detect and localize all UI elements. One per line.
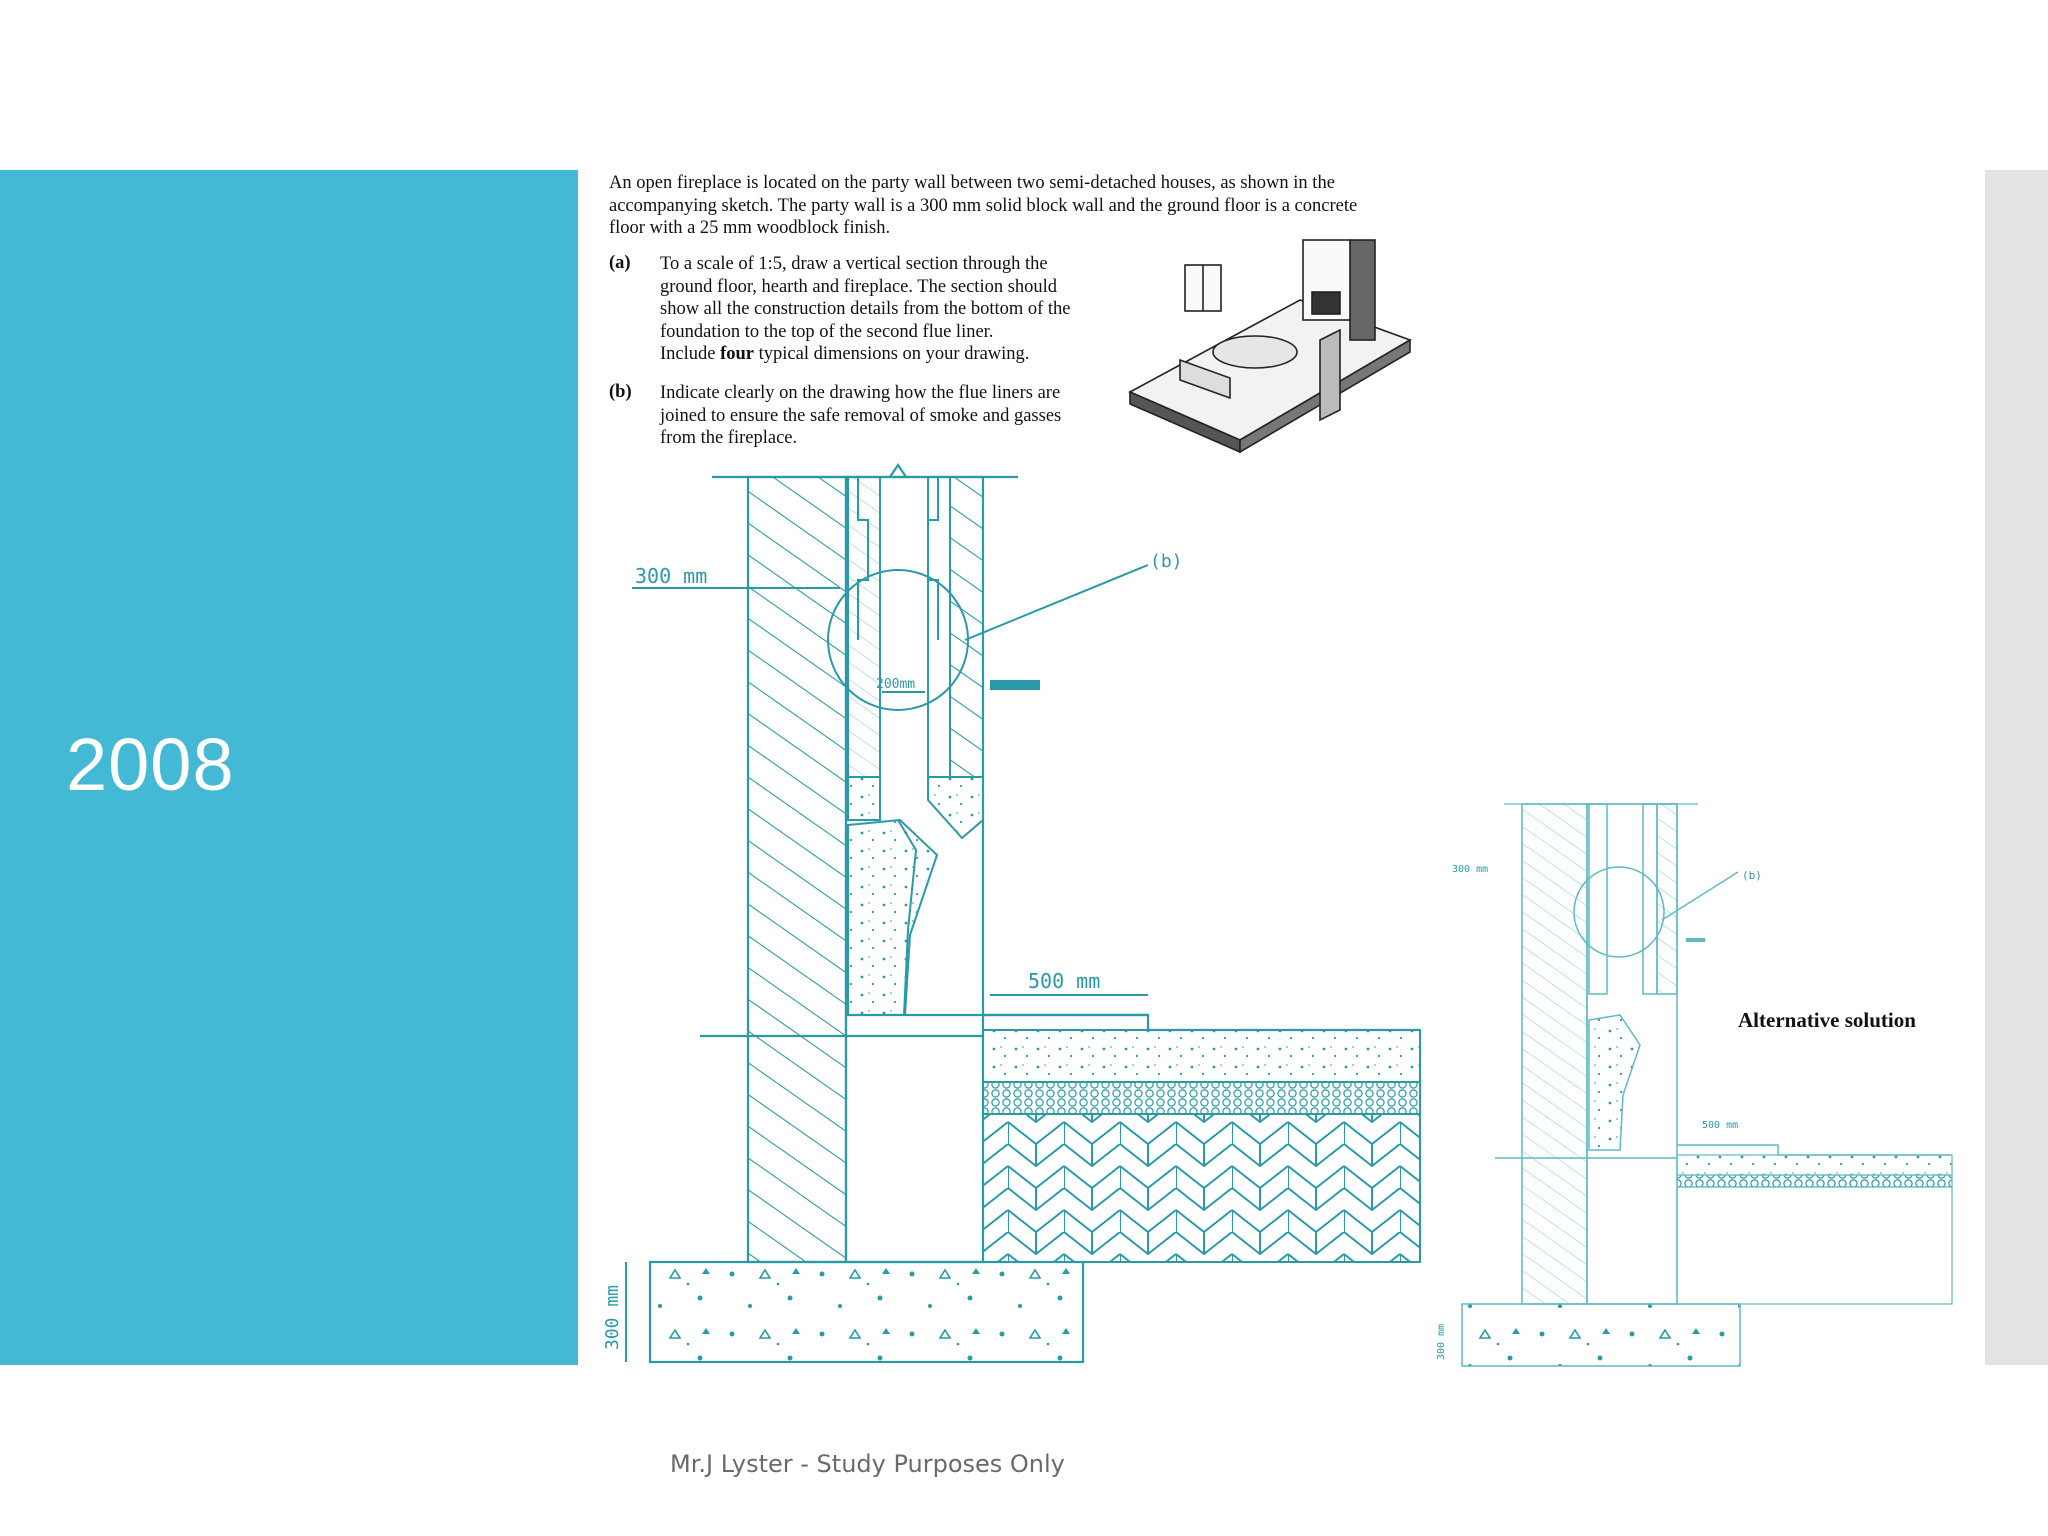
side-strip <box>1985 170 2048 1365</box>
intro-line: floor with a 25 mm woodblock finish. <box>609 218 891 238</box>
intro-line: accompanying sketch. The party wall is a… <box>609 195 1358 216</box>
foundation-dimension-label: 300 mm <box>602 1285 623 1350</box>
alt-wall-dimension-label: 300 mm <box>1452 864 1488 875</box>
part-a-line: Include four typical dimensions on your … <box>660 343 1105 366</box>
part-a-label: (a) <box>609 253 631 273</box>
part-a-line: ground floor, hearth and fireplace. The … <box>660 276 1058 297</box>
callout-label: (b) <box>1150 551 1183 572</box>
room-sketch <box>1128 239 1412 454</box>
part-a-line: show all the construction details from t… <box>660 299 1071 319</box>
alt-hearth-dimension-label: 500 mm <box>1702 1120 1738 1131</box>
alt-foundation-dimension-label: 300 mm <box>1436 1324 1447 1360</box>
hearth-dimension-label: 500 mm <box>1028 969 1100 993</box>
part-a-text: To a scale of 1:5, draw a vertical secti… <box>660 253 1105 366</box>
footer-note: Mr.J Lyster - Study Purposes Only <box>670 1450 1065 1478</box>
part-a-line-post: typical dimensions on your drawing. <box>754 344 1030 364</box>
part-a-emphasis: four <box>720 344 755 364</box>
alternative-solution-label: Alternative solution <box>1738 1008 1916 1032</box>
slide-year: 2008 <box>66 723 235 806</box>
alt-callout-label: (b) <box>1742 869 1762 882</box>
part-b-label: (b) <box>609 382 632 402</box>
intro-line: An open fireplace is located on the part… <box>609 173 1335 193</box>
part-a-line: To a scale of 1:5, draw a vertical secti… <box>660 254 1048 274</box>
part-b-line: Indicate clearly on the drawing how the … <box>660 383 1061 403</box>
part-b-text: Indicate clearly on the drawing how the … <box>660 382 1105 450</box>
part-a-line: foundation to the top of the second flue… <box>660 321 994 342</box>
flue-dimension-label: 200mm <box>876 677 915 692</box>
part-b-line: from the fireplace. <box>660 428 798 448</box>
wall-dimension-label: 300 mm <box>635 564 707 588</box>
part-a-line-pre: Include <box>660 344 721 364</box>
main-section-drawing: 300 mm 200mm 500 mm (b) 300 mm <box>602 463 1421 1364</box>
alternative-section-drawing: 300 mm 500 mm (b) 300 mm <box>1436 803 1953 1367</box>
title-panel <box>0 170 578 1365</box>
question-intro: An open fireplace is located on the part… <box>609 172 1429 240</box>
part-b-line: joined to ensure the safe removal of smo… <box>660 405 1062 426</box>
